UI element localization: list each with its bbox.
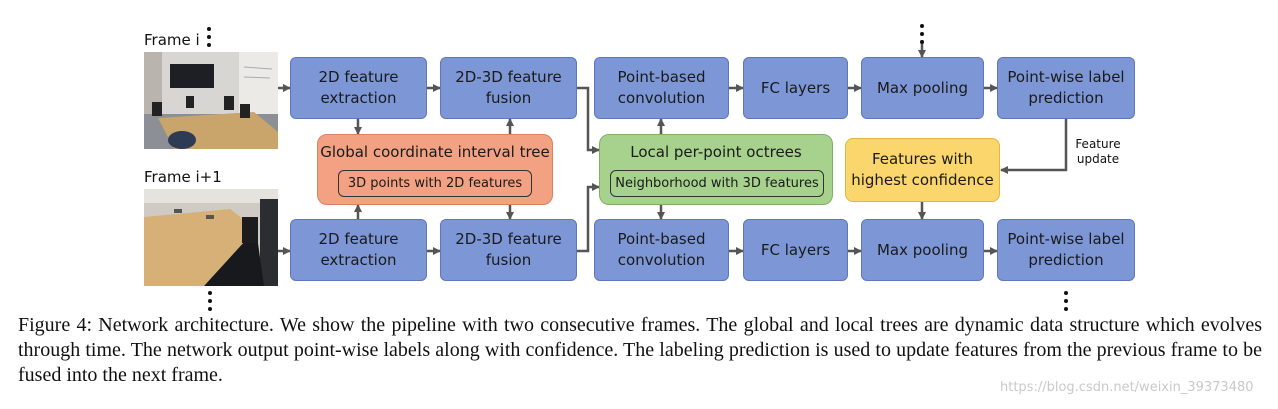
global-tree-box: Global coordinate interval tree 3D point… bbox=[317, 134, 553, 205]
local-tree-box: Local per-point octrees Neighborhood wit… bbox=[599, 134, 833, 205]
ellipsis-top-maxpool bbox=[919, 24, 925, 48]
watermark-text: https://blog.csdn.net/weixin_39373480 bbox=[1000, 380, 1254, 395]
point-conv-bottom-box: Point-based convolution bbox=[594, 219, 729, 281]
ellipsis-bottom-right bbox=[1063, 291, 1069, 315]
figure-caption: Figure 4: Network architecture. We show … bbox=[18, 314, 1262, 386]
max-pooling-bottom-box: Max pooling bbox=[861, 219, 984, 281]
point-conv-top-box: Point-based convolution bbox=[594, 57, 729, 119]
frame-i-photo bbox=[144, 52, 278, 149]
local-tree-title: Local per-point octrees bbox=[630, 143, 802, 161]
ellipsis-bottom-left bbox=[207, 291, 213, 315]
feature-extraction-top-box: 2D feature extraction bbox=[290, 57, 427, 119]
feature-fusion-top-box: 2D-3D feature fusion bbox=[440, 57, 577, 119]
label-prediction-bottom-box: Point-wise label prediction bbox=[997, 219, 1135, 281]
frame-i1-photo bbox=[144, 189, 278, 286]
global-tree-title: Global coordinate interval tree bbox=[320, 143, 550, 161]
max-pooling-top-box: Max pooling bbox=[861, 57, 984, 119]
arrow-fusion-bot-to-local bbox=[577, 183, 600, 253]
label-prediction-top-box: Point-wise label prediction bbox=[997, 57, 1135, 119]
arrow-fusion-top-to-local bbox=[577, 86, 600, 154]
feature-extraction-bottom-box: 2D feature extraction bbox=[290, 219, 427, 281]
frame-i-label: Frame i bbox=[144, 31, 200, 49]
local-tree-inner-box: Neighborhood with 3D features bbox=[610, 170, 824, 197]
fc-layers-top-box: FC layers bbox=[743, 57, 848, 119]
architecture-diagram: Frame i Frame i+1 bbox=[144, 24, 1135, 311]
global-tree-inner-box: 3D points with 2D features bbox=[338, 170, 532, 197]
fc-layers-bottom-box: FC layers bbox=[743, 219, 848, 281]
frame-i1-label: Frame i+1 bbox=[144, 168, 222, 186]
arrows-layer bbox=[278, 40, 1068, 255]
ellipsis-top-left bbox=[206, 27, 212, 51]
feature-fusion-bottom-box: 2D-3D feature fusion bbox=[440, 219, 577, 281]
feature-update-label: Feature update bbox=[1075, 137, 1121, 166]
confidence-box: Features with highest confidence bbox=[845, 138, 1000, 202]
arrow-feature-update bbox=[1000, 119, 1068, 174]
